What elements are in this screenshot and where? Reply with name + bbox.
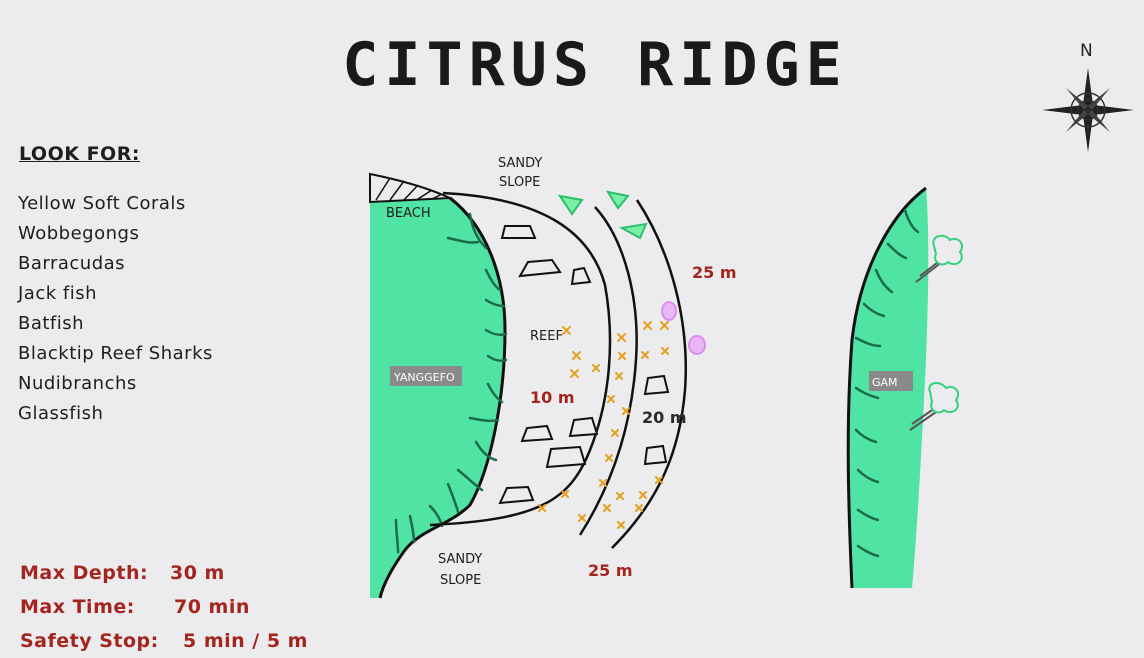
reef-contour-20m — [578, 206, 638, 536]
right-island-shore-ticks — [854, 208, 920, 558]
compass-rose-icon — [1042, 68, 1134, 152]
gam-label: GAM — [872, 376, 898, 389]
safety-stop-value: 5 min / 5 m — [183, 630, 308, 652]
list-item: Jack fish — [18, 283, 98, 304]
list-item: Glassfish — [18, 403, 104, 424]
dive-info: Max Depth: 30 m Max Time: 70 min Safety St… — [20, 556, 308, 658]
max-depth-row: Max Depth: 30 m — [20, 556, 308, 590]
map-title: CITRUS RIDGE — [342, 30, 848, 100]
left-island-coastline — [378, 196, 507, 599]
yanggefo-label: YANGGEFO — [393, 371, 455, 384]
depth-label-20m: 20 m — [642, 408, 687, 427]
gam-tag — [869, 371, 913, 391]
depth-label-25m-right: 25 m — [692, 263, 737, 282]
look-for-heading: LOOK FOR: — [19, 143, 140, 165]
safety-stop-label: Safety Stop: — [20, 630, 159, 652]
beach-outline — [369, 172, 451, 204]
sandy-slope-bottom-label: SLOPE — [440, 573, 481, 588]
safety-stop-row: Safety Stop: 5 min / 5 m — [20, 624, 308, 658]
compass-north-label: N — [1080, 41, 1093, 61]
yanggefo-tag — [390, 366, 462, 386]
list-item: Nudibranchs — [18, 373, 137, 394]
max-depth-value: 30 m — [170, 562, 225, 584]
bommie-icon — [498, 225, 670, 505]
list-item: Yellow Soft Corals — [18, 193, 186, 214]
left-island-shore-ticks — [394, 212, 508, 554]
max-time-row: Max Time: 70 min — [20, 590, 308, 624]
cloud-coral-icon — [928, 234, 964, 414]
sandy-slope-bottom-label: SANDY — [438, 552, 482, 567]
max-time-value: 70 min — [174, 596, 250, 618]
list-item: Blacktip Reef Sharks — [18, 343, 213, 364]
list-item: Wobbegongs — [18, 223, 140, 244]
max-depth-label: Max Depth: — [20, 562, 149, 584]
right-island-coastline — [846, 186, 927, 589]
list-item: Barracudas — [18, 253, 126, 274]
beach-label: BEACH — [386, 206, 431, 221]
sandy-slope-top-label: SLOPE — [499, 175, 540, 190]
depth-label-25m-bottom: 25 m — [588, 561, 633, 580]
depth-label-10m: 10 m — [530, 388, 575, 407]
yellow-soft-coral-icon — [538, 321, 669, 529]
reef-contour-25m — [611, 199, 687, 549]
reef-label: REEF — [530, 329, 563, 344]
nudibranch-icon — [661, 301, 706, 355]
sea-fan-coral-icon — [557, 190, 648, 240]
sandy-slope-top-label: SANDY — [498, 156, 542, 171]
list-item: Batfish — [18, 313, 85, 334]
max-time-label: Max Time: — [20, 596, 135, 618]
beach-hatching — [375, 177, 443, 201]
look-for-list: Yellow Soft Corals Wobbegongs Barracudas… — [18, 189, 213, 429]
reef-contour-10m — [429, 191, 612, 527]
